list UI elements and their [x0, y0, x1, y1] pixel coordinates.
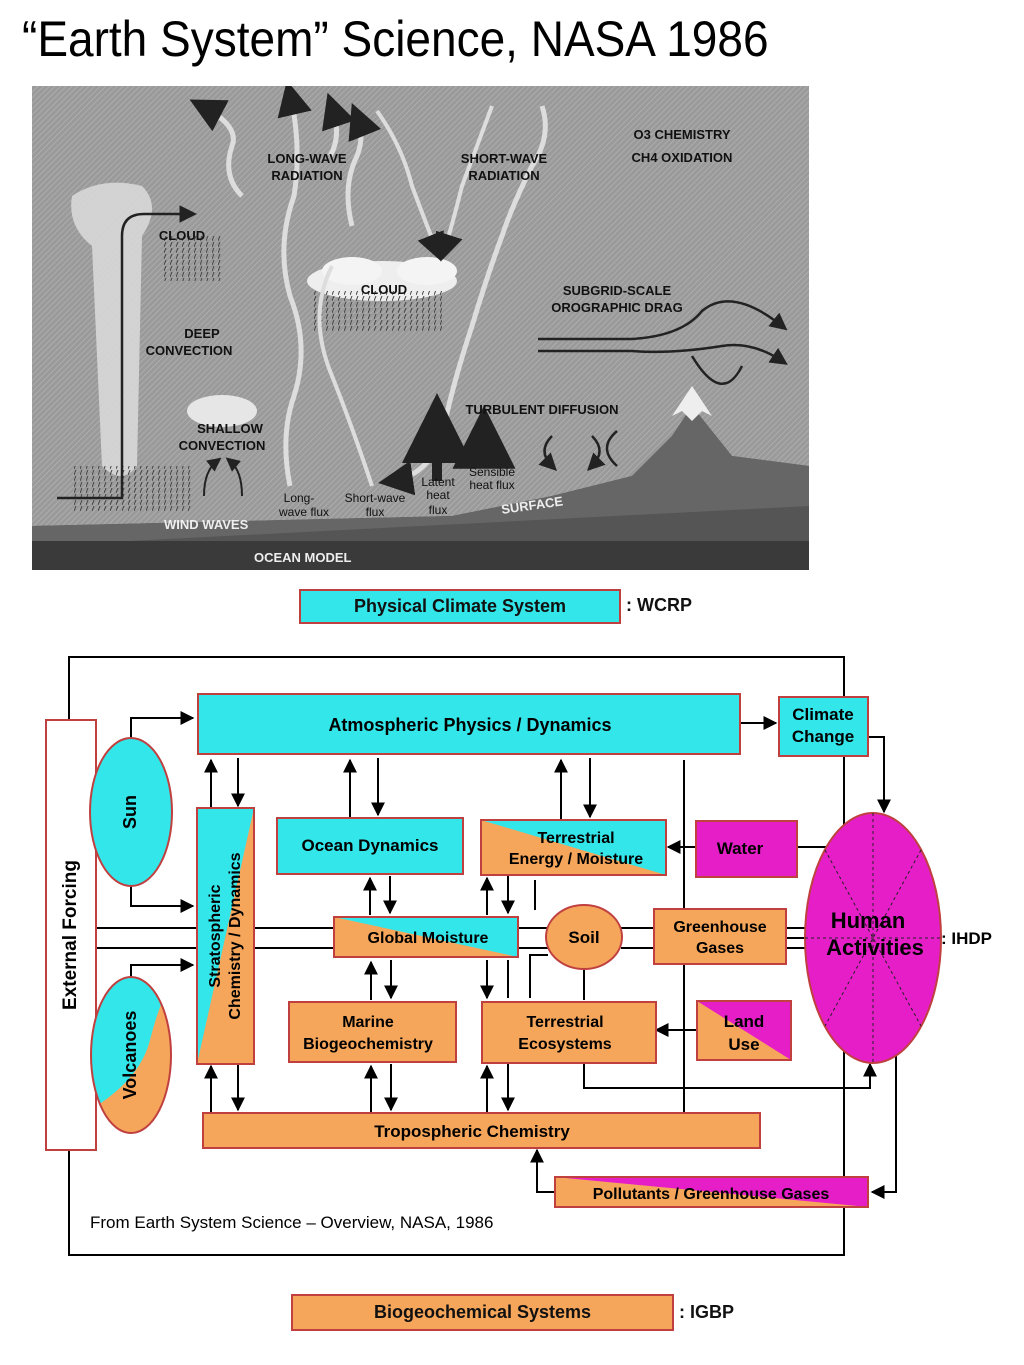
terrestrial-ecosystems-box [481, 1001, 657, 1064]
stratospheric-label-1: Stratospheric [207, 884, 224, 987]
terrestrial-energy-label-1: Terrestrial [537, 830, 614, 847]
soil-label: Soil [568, 928, 599, 947]
land-use-label-1: Land [724, 1012, 765, 1031]
deep-convection-label-2: CONVECTION [146, 343, 233, 358]
human-activities-label-2: Activities [826, 935, 924, 960]
terrestrial-ecosystems-label-2: Ecosystems [518, 1036, 611, 1053]
ocean-dynamics-box [276, 817, 464, 875]
turbulent-diffusion-label: TURBULENT DIFFUSION [465, 402, 618, 417]
water-label: Water [717, 839, 764, 858]
atmospheric-physics-box [197, 693, 741, 755]
lw-radiation-label-1: LONG-WAVE [267, 151, 347, 166]
legend-physical-climate-label: Physical Climate System [353, 596, 567, 616]
o3-chemistry-label: O3 CHEMISTRY [633, 127, 730, 142]
legend-wcrp-tag: : WCRP [626, 595, 692, 615]
climate-model-illustration: LONG-WAVE RADIATION SHORT-WAVE RADIATION… [32, 86, 809, 570]
greenhouse-label-2: Gases [696, 940, 744, 957]
sw-flux-label-2: flux [366, 505, 385, 519]
marine-label-2: Biogeochemistry [303, 1036, 433, 1053]
shallow-convection-label-2: CONVECTION [179, 438, 266, 453]
land-use-box [696, 1000, 792, 1061]
pollutants-box [554, 1176, 869, 1208]
terrestrial-ecosystems-label-1: Terrestrial [526, 1014, 603, 1031]
terrestrial-energy-label-2: Energy / Moisture [509, 851, 643, 868]
sun-node [89, 737, 173, 887]
ihdp-tag: : IHDP [941, 929, 992, 948]
land-use-label-2: Use [728, 1035, 759, 1054]
soil-node [545, 904, 623, 970]
sw-flux-label-1: Short-wave [345, 491, 406, 505]
tropospheric-chemistry-label: Tropospheric Chemistry [374, 1122, 570, 1141]
deep-convection-label-1: DEEP [184, 326, 220, 341]
legend-physical-climate-box: Physical Climate System [299, 589, 621, 624]
lw-radiation-label-2: RADIATION [271, 168, 342, 183]
human-activities-node [804, 812, 942, 1064]
subgrid-label-2: OROGRAPHIC DRAG [551, 300, 682, 315]
cloud-left-label: CLOUD [159, 228, 205, 243]
subgrid-label-1: SUBGRID-SCALE [563, 283, 672, 298]
climate-change-box [778, 696, 869, 757]
marine-biogeochemistry-box [288, 1001, 457, 1063]
page-title: “Earth System” Science, NASA 1986 [22, 11, 769, 67]
latent-label-1: Latent [421, 475, 455, 489]
ocean-model-label: OCEAN MODEL [254, 550, 352, 565]
stratospheric-label-2: Chemistry / Dynamics [227, 852, 244, 1019]
tropospheric-chemistry-box [202, 1112, 761, 1149]
sw-radiation-label-1: SHORT-WAVE [461, 151, 548, 166]
lw-flux-label-1: Long- [284, 491, 315, 505]
source-note: From Earth System Science – Overview, NA… [90, 1213, 494, 1232]
legend-igbp-tag: : IGBP [679, 1302, 735, 1322]
latent-label-3: flux [429, 503, 448, 517]
atmospheric-physics-label: Atmospheric Physics / Dynamics [328, 715, 611, 735]
terrestrial-energy-box [480, 819, 667, 876]
stratospheric-chemistry-box [196, 807, 255, 1065]
human-activities-label-1: Human [831, 908, 906, 933]
volcanoes-label: Volcanoes [120, 1011, 140, 1100]
legend-biogeochemical-label: Biogeochemical Systems [373, 1302, 592, 1322]
ocean-dynamics-label: Ocean Dynamics [301, 836, 438, 855]
latent-label-2: heat [426, 488, 450, 502]
global-moisture-box [333, 916, 519, 958]
greenhouse-label-1: Greenhouse [673, 919, 766, 936]
external-forcing-label: External Forcing [60, 860, 81, 1010]
sw-radiation-label-2: RADIATION [468, 168, 539, 183]
lw-flux-label-2: wave flux [278, 505, 329, 519]
wind-waves-label: WIND WAVES [164, 517, 249, 532]
pollutants-label: Pollutants / Greenhouse Gases [593, 1186, 830, 1203]
cloud-mid-label: CLOUD [361, 282, 407, 297]
volcanoes-node [91, 977, 171, 1133]
climate-change-label-2: Change [792, 727, 854, 746]
marine-label-1: Marine [342, 1014, 394, 1031]
shallow-convection-label-1: SHALLOW [197, 421, 263, 436]
climate-change-label-1: Climate [792, 705, 853, 724]
greenhouse-gases-box [653, 908, 787, 965]
sensible-label-2: heat flux [469, 478, 514, 492]
external-forcing-box [45, 719, 97, 1151]
sensible-label-1: Sensible [469, 465, 515, 479]
water-box [695, 820, 798, 878]
legend-biogeochemical-box: Biogeochemical Systems [291, 1294, 674, 1331]
global-moisture-label: Global Moisture [368, 930, 489, 947]
ch4-oxidation-label: CH4 OXIDATION [632, 150, 733, 165]
sun-label: Sun [120, 795, 140, 829]
